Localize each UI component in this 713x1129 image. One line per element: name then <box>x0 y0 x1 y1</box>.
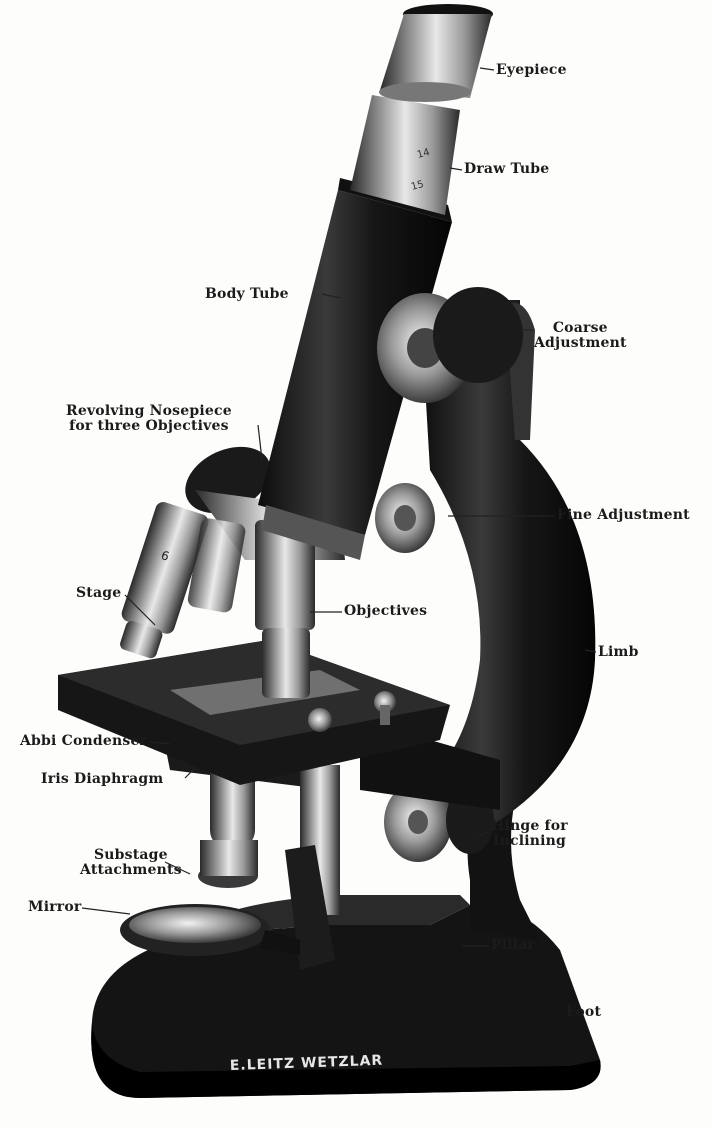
fine-adjustment <box>375 483 435 553</box>
label-hinge-line2: Inclining <box>491 834 568 849</box>
label-nosepiece-line2: for three Objectives <box>66 419 232 434</box>
label-eyepiece: Eyepiece <box>496 63 567 78</box>
label-body-tube: Body Tube <box>205 287 289 302</box>
label-nosepiece-line1: Revolving Nosepiece <box>66 404 232 419</box>
label-coarse-line1: Coarse <box>534 321 627 336</box>
label-substage-line2: Attachments <box>80 863 182 878</box>
label-substage-line1: Substage <box>80 848 182 863</box>
leader-draw-tube <box>450 168 462 170</box>
label-fine-adjustment: Fine Adjustment <box>557 508 690 523</box>
label-iris-diaphragm: Iris Diaphragm <box>41 772 163 787</box>
label-substage-attachments: Substage Attachments <box>80 848 182 878</box>
label-draw-tube: Draw Tube <box>464 162 549 177</box>
label-foot: Foot <box>566 1005 601 1020</box>
leader-mirror <box>82 908 130 914</box>
label-mirror: Mirror <box>28 900 81 915</box>
label-coarse-adjustment: Coarse Adjustment <box>534 321 627 351</box>
label-hinge-line1: Hinge for <box>491 819 568 834</box>
leader-eyepiece <box>480 68 494 70</box>
label-abbi-condenser: Abbi Condenser <box>20 734 147 749</box>
label-revolving-nosepiece: Revolving Nosepiece for three Objectives <box>66 404 232 434</box>
label-pillar: Pillar <box>491 938 535 953</box>
eyepiece <box>379 4 493 102</box>
label-limb: Limb <box>598 645 639 660</box>
label-coarse-line2: Adjustment <box>534 336 627 351</box>
label-stage: Stage <box>76 586 121 601</box>
label-hinge-for-inclining: Hinge for Inclining <box>491 819 568 849</box>
label-objectives: Objectives <box>344 604 427 619</box>
